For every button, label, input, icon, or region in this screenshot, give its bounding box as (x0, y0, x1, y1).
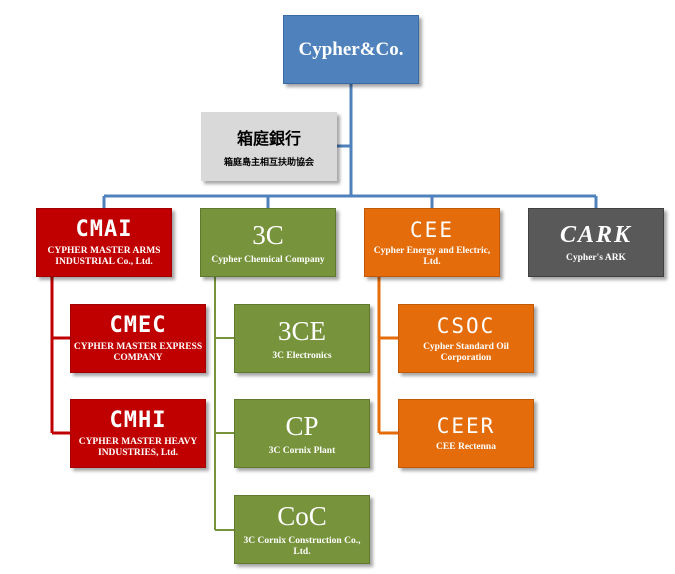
csoc-node: CSOC Cypher Standard Oil Corporation (398, 304, 534, 373)
csoc-logo: CSOC (436, 313, 496, 338)
ceer-label: CEE Rectenna (436, 442, 496, 452)
cmec-node: CMEC CYPHER MASTER EXPRESS COMPANY (70, 304, 206, 373)
cmec-logo: CMEC (109, 313, 167, 338)
cee-label: Cypher Energy and Electric, Ltd. (373, 245, 491, 267)
cmhi-logo: CMHI (109, 408, 167, 433)
cmhi-label: CYPHER MASTER HEAVY INDUSTRIES, Ltd. (78, 437, 198, 458)
cmhi-node: CMHI CYPHER MASTER HEAVY INDUSTRIES, Ltd… (70, 399, 206, 468)
coc-node: CoC 3C Cornix Construction Co., Ltd. (234, 495, 370, 564)
cee-logo: CEE (410, 217, 454, 242)
c3e-logo: 3CE (277, 315, 326, 346)
coc-logo: CoC (277, 501, 327, 531)
c3e-label: 3C Electronics (272, 350, 332, 361)
csoc-label: Cypher Standard Oil Corporation (423, 341, 509, 363)
ceer-node: CEER CEE Rectenna (398, 399, 534, 468)
ark-node: CARK Cypher's ARK (528, 208, 664, 277)
cp-logo: CP (285, 410, 319, 441)
ark-logo: CARK (559, 221, 633, 248)
c3e-node: 3CE 3C Electronics (234, 304, 370, 373)
cp-label: 3C Cornix Plant (268, 445, 336, 456)
cmai-node: CMAI CYPHER MASTER ARMS INDUSTRIAL Co., … (36, 208, 172, 277)
cee-node: CEE Cypher Energy and Electric, Ltd. (364, 208, 500, 277)
cmec-label: CYPHER MASTER EXPRESS COMPANY (73, 342, 203, 363)
bank-subtitle: 箱庭島主相互扶助協会 (223, 158, 314, 168)
cmai-logo: CMAI (75, 217, 133, 242)
ark-label: Cypher's ARK (566, 252, 626, 263)
bank-node: 箱庭銀行 箱庭島主相互扶助協会 (201, 112, 337, 181)
bank-title: 箱庭銀行 (236, 129, 301, 148)
c3-label: Cypher Chemical Company (211, 254, 325, 265)
coc-label: 3C Cornix Construction Co., Ltd. (243, 536, 361, 557)
cp-node: CP 3C Cornix Plant (234, 399, 370, 468)
cmai-label: CYPHER MASTER ARMS INDUSTRIAL Co., Ltd. (47, 246, 161, 267)
c3-logo: 3C (252, 219, 284, 250)
root-label: Cypher&Co. (298, 38, 404, 60)
c3-node: 3C Cypher Chemical Company (200, 208, 336, 277)
ceer-logo: CEER (436, 414, 496, 438)
root-node: Cypher&Co. (283, 15, 419, 84)
